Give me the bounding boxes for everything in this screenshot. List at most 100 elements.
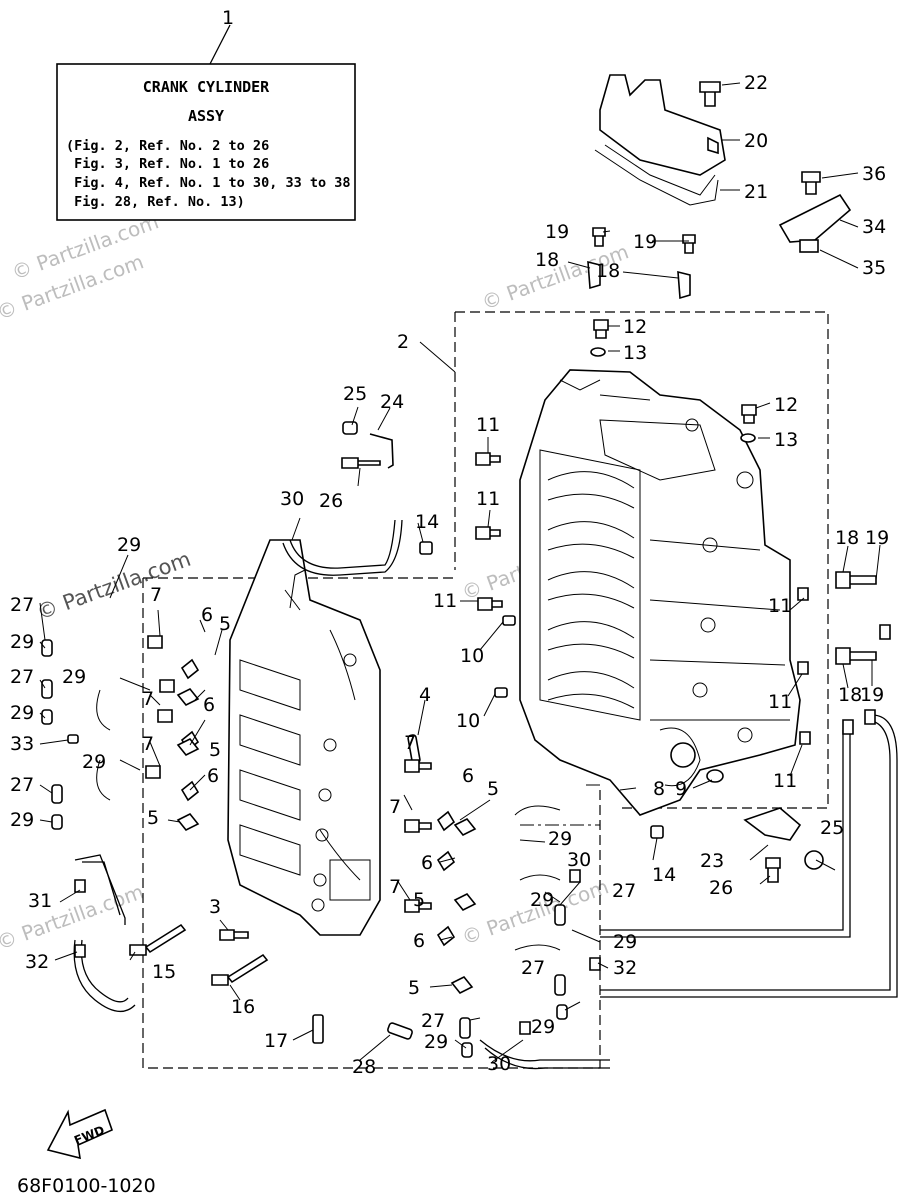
callout-26-b: 26 [709, 877, 733, 899]
callout-23: 23 [700, 850, 724, 872]
callout-31: 31 [28, 890, 52, 912]
callout-25-a: 25 [343, 383, 367, 405]
callout-29-e: 29 [82, 751, 106, 773]
callout-16: 16 [231, 996, 255, 1018]
callout-7-f: 7 [389, 876, 401, 898]
callout-27-d: 27 [612, 880, 636, 902]
assy-line-1: (Fig. 2, Ref. No. 2 to 26 [66, 138, 269, 154]
callout-32-b: 32 [613, 957, 637, 979]
callout-34: 34 [862, 216, 886, 238]
callout-27-a: 27 [10, 594, 34, 616]
fasteners [41, 227, 891, 1058]
callout-5-b: 5 [209, 739, 221, 761]
callout-30-b: 30 [567, 849, 591, 871]
cylinder-block [519, 369, 801, 816]
crankcase [227, 539, 381, 936]
callout-33: 33 [10, 733, 34, 755]
callout-27-f: 27 [421, 1010, 445, 1032]
leader-lines [39, 82, 881, 1063]
callout-10-a: 10 [460, 645, 484, 667]
callout-18-a: 18 [535, 249, 559, 271]
callout-8: 8 [653, 778, 665, 800]
callout-6-d: 6 [462, 765, 474, 787]
callout-30-a: 30 [280, 488, 304, 510]
assy-info-box: CRANK CYLINDER ASSY (Fig. 2, Ref. No. 2 … [56, 24, 356, 221]
callout-5-a: 5 [219, 613, 231, 635]
callout-7-e: 7 [389, 796, 401, 818]
callout-25-b: 25 [820, 817, 844, 839]
callout-26-a: 26 [319, 490, 343, 512]
callout-36: 36 [862, 163, 886, 185]
callout-21: 21 [744, 181, 768, 203]
callout-10-b: 10 [456, 710, 480, 732]
callout-27-b: 27 [10, 666, 34, 688]
callout-30-c: 30 [487, 1053, 511, 1075]
callout-27-c: 27 [10, 774, 34, 796]
assy-line-3: Fig. 4, Ref. No. 1 to 30, 33 to 38 [66, 175, 350, 191]
callout-4: 4 [419, 684, 431, 706]
callout-6-c: 6 [207, 765, 219, 787]
callout-5-f: 5 [408, 977, 420, 999]
callout-11-b: 11 [476, 488, 500, 510]
callout-numbers: 1 22 20 21 36 34 35 19 19 18 18 12 13 12… [10, 7, 889, 1078]
callout-15: 15 [152, 961, 176, 983]
callout-11-e: 11 [768, 691, 792, 713]
callout-6-b: 6 [203, 694, 215, 716]
callout-29-i: 29 [613, 931, 637, 953]
callout-7-d: 7 [404, 732, 416, 754]
callout-32-a: 32 [25, 951, 49, 973]
callout-18-d: 18 [838, 684, 862, 706]
callout-27-e: 27 [521, 957, 545, 979]
callout-13-b: 13 [774, 429, 798, 451]
callout-29-g: 29 [548, 828, 572, 850]
callout-11-c: 11 [433, 590, 457, 612]
callout-19-d: 19 [860, 684, 884, 706]
callout-12-b: 12 [774, 394, 798, 416]
callout-17: 17 [264, 1030, 288, 1052]
assy-title: CRANK CYLINDER [143, 78, 270, 96]
callout-7-c: 7 [142, 733, 154, 755]
callout-3: 3 [209, 896, 221, 918]
callout-11-a: 11 [476, 414, 500, 436]
callout-29-j: 29 [531, 1016, 555, 1038]
diagram-code: 68F0100-1020 [17, 1175, 156, 1197]
assy-line-2: Fig. 3, Ref. No. 1 to 26 [66, 156, 269, 172]
callout-19-b: 19 [633, 231, 657, 253]
callout-5-c: 5 [487, 778, 499, 800]
callout-9: 9 [675, 778, 687, 800]
top-cover-parts [594, 74, 852, 253]
watermark-5: © Partzilla.com [459, 874, 612, 949]
assy-line-4: Fig. 28, Ref. No. 13) [66, 194, 245, 210]
watermark-7: © Partzilla.com [34, 547, 194, 625]
callout-11-f: 11 [773, 770, 797, 792]
callout-7-a: 7 [150, 584, 162, 606]
callout-14-b: 14 [652, 864, 676, 886]
callout-14-a: 14 [415, 511, 439, 533]
callout-6-a: 6 [201, 604, 213, 626]
callout-13-a: 13 [623, 342, 647, 364]
callout-19-a: 19 [545, 221, 569, 243]
callout-18-c: 18 [835, 527, 859, 549]
callout-29-c: 29 [62, 666, 86, 688]
callout-7-b: 7 [142, 688, 154, 710]
callout-35: 35 [862, 257, 886, 279]
callout-29-a: 29 [117, 534, 141, 556]
callout-6-e: 6 [421, 852, 433, 874]
callout-5-e: 5 [413, 889, 425, 911]
callout-29-h: 29 [530, 889, 554, 911]
callout-28: 28 [352, 1056, 376, 1078]
callout-1: 1 [222, 7, 234, 29]
callout-29-b: 29 [10, 631, 34, 653]
callout-29-d: 29 [10, 702, 34, 724]
callout-29-k: 29 [424, 1031, 448, 1053]
callout-11-d: 11 [768, 595, 792, 617]
callout-22: 22 [744, 72, 768, 94]
callout-2: 2 [397, 331, 409, 353]
assy-subtitle: ASSY [188, 107, 224, 125]
callout-29-f: 29 [10, 809, 34, 831]
callout-6-f: 6 [413, 930, 425, 952]
callout-18-b: 18 [596, 260, 620, 282]
callout-12-a: 12 [623, 316, 647, 338]
fwd-arrow: FWD [46, 1108, 113, 1160]
